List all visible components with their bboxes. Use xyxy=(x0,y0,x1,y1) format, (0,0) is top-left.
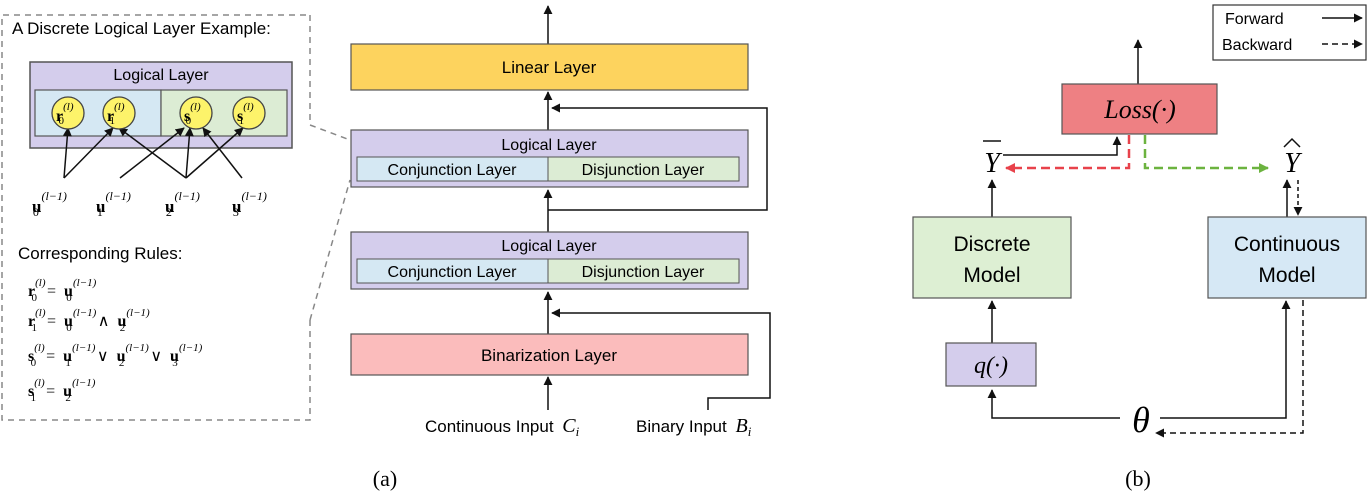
disjunction-layer-2-label: Disjunction Layer xyxy=(582,264,705,281)
rule-1: r(l)0=u(l−1)0 xyxy=(28,277,97,304)
training-diagram: Forward Backward Loss(·) Y Y Discrete Mo… xyxy=(912,4,1367,491)
svg-text:r(l)0: r(l)0 xyxy=(56,101,74,127)
disjunction-layer-2-box xyxy=(547,258,740,284)
logical-layer-2-label: Logical Layer xyxy=(501,238,597,255)
rule-2: r(l)1=u(l−1)0∧u(l−1)2 xyxy=(28,307,150,334)
inset-zoom-lines xyxy=(309,124,351,321)
conjunction-layer-1-label: Conjunction Layer xyxy=(388,162,518,179)
y-bar-label: Y xyxy=(984,148,1003,179)
q-label: q(·) xyxy=(974,353,1008,379)
legend-box xyxy=(1212,4,1367,61)
theta-label: θ xyxy=(1132,400,1150,440)
svg-text:r(l)1: r(l)1 xyxy=(107,101,125,127)
theta-to-continuous xyxy=(1160,300,1291,419)
continuous-input-label: Continuous Input Ci xyxy=(425,415,580,439)
linear-layer-label: Linear Layer xyxy=(502,58,597,77)
input-u0: u(l−1)0 xyxy=(32,189,67,219)
legend-backward-label: Backward xyxy=(1222,37,1292,54)
disjunction-layer-1-box xyxy=(547,156,740,182)
inset-example: A Discrete Logical Layer Example: Logica… xyxy=(1,14,351,421)
y-bar-to-loss xyxy=(1003,136,1122,156)
inset-logical-layer-label: Logical Layer xyxy=(113,67,209,84)
disjunction-layer-1-label: Disjunction Layer xyxy=(582,162,705,179)
binarization-layer-label: Binarization Layer xyxy=(481,346,617,365)
continuous-model-box xyxy=(1207,216,1367,299)
inset-nodes: r(l)0 r(l)1 s(l)0 s(l)1 xyxy=(51,96,266,130)
rule-3: s(l)0=u(l−1)1∨u(l−1)2∨u(l−1)3 xyxy=(28,342,203,369)
svg-text:s(l)0: s(l)0 xyxy=(184,101,201,127)
continuous-model-line1: Continuous xyxy=(1234,233,1340,256)
node-r1: r(l)1 xyxy=(102,96,136,130)
legend-forward-label: Forward xyxy=(1225,11,1284,28)
logical-layer-1-label: Logical Layer xyxy=(501,137,597,154)
skip-connection-1 xyxy=(548,103,768,211)
node-s1: s(l)1 xyxy=(232,96,266,130)
binary-input-label: Binary Input Bi xyxy=(636,415,752,439)
input-u3: u(l−1)3 xyxy=(232,189,267,219)
conjunction-layer-2-label: Conjunction Layer xyxy=(388,264,518,281)
rule-4: s(l)1=u(l−1)2 xyxy=(28,377,96,404)
caption-a: (a) xyxy=(373,466,397,491)
rules-title: Corresponding Rules: xyxy=(18,244,182,263)
discrete-model-line2: Model xyxy=(963,264,1020,287)
network-stack: Linear Layer Logical Layer Conjunction L… xyxy=(350,5,771,491)
inset-inputs: u(l−1)0 u(l−1)1 u(l−1)2 u(l−1)3 xyxy=(32,189,267,219)
theta-to-q xyxy=(987,389,1120,419)
backward-red-arrow xyxy=(1005,135,1131,173)
continuous-model-line2: Model xyxy=(1258,264,1315,287)
svg-text:s(l)1: s(l)1 xyxy=(237,101,254,127)
q-box xyxy=(945,342,1037,387)
backward-continuous-to-theta xyxy=(1155,300,1304,438)
input-u1: u(l−1)1 xyxy=(96,189,131,219)
conjunction-layer-2-box xyxy=(356,258,549,284)
inset-border xyxy=(1,14,311,421)
discrete-model-box xyxy=(912,216,1072,299)
node-s0: s(l)0 xyxy=(179,96,213,130)
conjunction-layer-1-box xyxy=(356,156,549,182)
binary-input-path xyxy=(551,308,771,410)
loss-label: Loss(·) xyxy=(1103,95,1176,124)
caption-b: (b) xyxy=(1125,466,1151,491)
y-hat-label: Y xyxy=(1284,148,1303,179)
input-u2: u(l−1)2 xyxy=(165,189,200,219)
loss-box xyxy=(1061,83,1218,135)
linear-layer-box xyxy=(350,43,749,91)
discrete-model-line1: Discrete xyxy=(953,233,1030,256)
inset-title: A Discrete Logical Layer Example: xyxy=(12,19,271,38)
backward-green-arrow xyxy=(1143,135,1269,173)
inset-connections xyxy=(62,127,244,179)
node-r0: r(l)0 xyxy=(51,96,85,130)
y-hat-accent xyxy=(1283,137,1301,148)
binarization-layer-box xyxy=(350,333,749,376)
rules-list: r(l)0=u(l−1)0 r(l)1=u(l−1)0∧u(l−1)2 s(l)… xyxy=(28,277,203,404)
